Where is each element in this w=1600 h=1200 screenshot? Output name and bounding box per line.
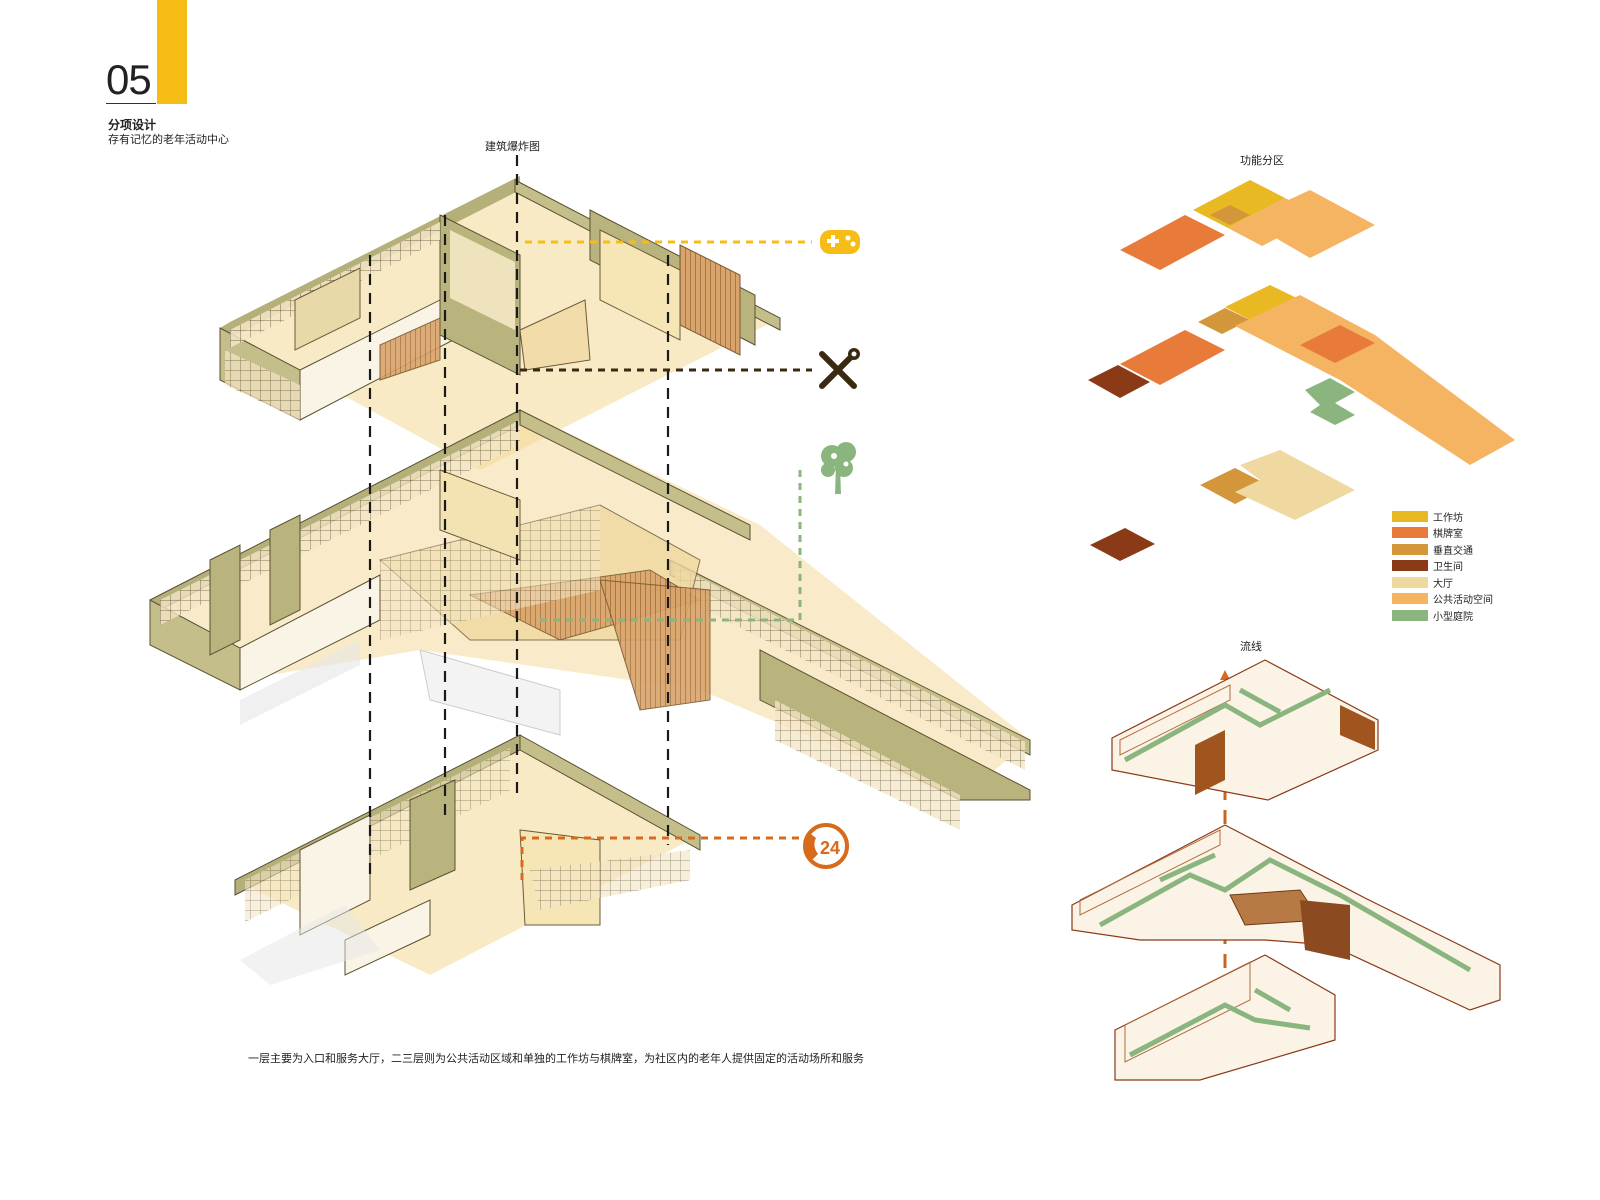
second-floor-model xyxy=(149,409,1031,830)
legend-item: 垂直交通 xyxy=(1392,541,1493,558)
legend-swatch xyxy=(1392,527,1428,539)
tree-leader-line xyxy=(535,470,802,622)
accent-bar xyxy=(157,0,187,104)
tree-icon xyxy=(821,442,856,494)
phone-24-label: 24 xyxy=(820,838,840,858)
legend-swatch xyxy=(1392,543,1428,555)
circulation-diagrams xyxy=(1071,659,1501,1081)
function-zoning-diagrams xyxy=(1088,180,1515,561)
legend-swatch xyxy=(1392,560,1428,572)
legend-item: 小型庭院 xyxy=(1392,607,1493,624)
design-description: 一层主要为入口和服务大厅，二三层则为公共活动区域和单独的工作坊与棋牌室，为社区内… xyxy=(248,1052,864,1065)
legend-swatch xyxy=(1392,510,1428,522)
section-subtitle: 存有记忆的老年活动中心 xyxy=(108,133,229,146)
legend-item: 公共活动空间 xyxy=(1392,591,1493,608)
caption-circulation: 流线 xyxy=(1240,640,1262,653)
page-number-rule xyxy=(106,103,156,104)
caption-exploded-axonometric: 建筑爆炸图 xyxy=(485,140,540,153)
legend-swatch xyxy=(1392,576,1428,588)
legend-label: 公共活动空间 xyxy=(1433,595,1493,607)
legend-item: 卫生间 xyxy=(1392,558,1493,575)
legend-swatch xyxy=(1392,609,1428,621)
function-legend: 工作坊 棋牌室 垂直交通 卫生间 大厅 公共活动空间 小型庭院 xyxy=(1392,508,1493,624)
gamepad-icon xyxy=(820,230,860,254)
legend-label: 大厅 xyxy=(1433,578,1453,590)
caption-function-zoning: 功能分区 xyxy=(1240,154,1284,167)
page-number: 05 xyxy=(106,56,152,103)
legend-label: 卫生间 xyxy=(1433,562,1463,574)
legend-item: 棋牌室 xyxy=(1392,525,1493,542)
tools-icon xyxy=(819,348,860,389)
phone-leader-line xyxy=(520,836,800,880)
legend-label: 小型庭院 xyxy=(1433,611,1473,623)
legend-label: 垂直交通 xyxy=(1433,545,1473,557)
phone-24-icon: 24 xyxy=(803,823,849,869)
third-floor-model xyxy=(219,176,781,470)
legend-item: 工作坊 xyxy=(1392,508,1493,525)
legend-label: 棋牌室 xyxy=(1433,529,1463,541)
first-floor-model xyxy=(234,734,701,985)
section-title: 分项设计 xyxy=(108,118,157,132)
legend-item: 大厅 xyxy=(1392,574,1493,591)
legend-label: 工作坊 xyxy=(1433,512,1463,524)
legend-swatch xyxy=(1392,593,1428,605)
alignment-guide-lines xyxy=(368,155,670,880)
